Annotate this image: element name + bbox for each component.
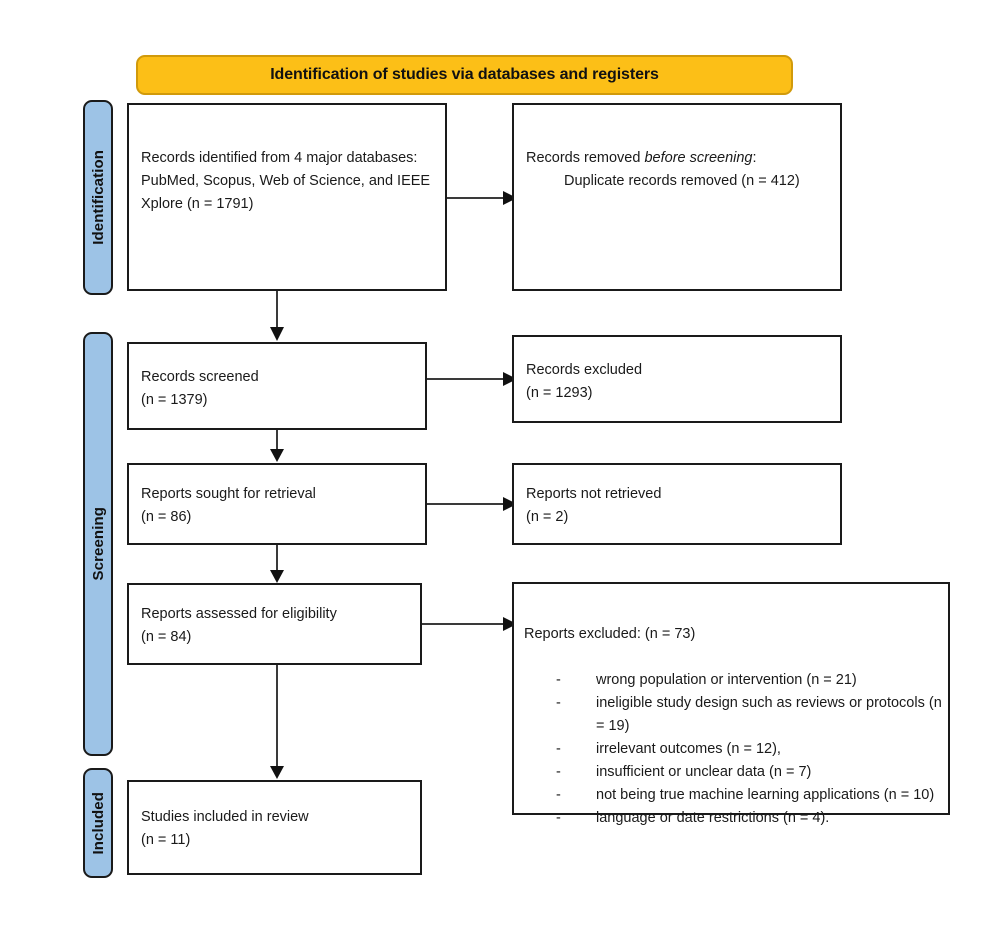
box-reports-assessed-for-eligibility: Reports assessed for eligibility (n = 84… xyxy=(127,583,422,665)
stage-screening-text: Screening xyxy=(89,507,107,581)
bullet-dash-icon: - xyxy=(556,787,561,803)
banner-title: Identification of studies via databases … xyxy=(270,66,659,83)
reports-excluded-reason-label: ineligible study design such as reviews … xyxy=(596,695,942,734)
reports-excluded-reason-label: language or date restrictions (n = 4). xyxy=(596,810,830,826)
reports-excluded-reason-item: - irrelevant outcomes (n = 12), xyxy=(524,738,942,761)
removed-line1-prefix: Records removed xyxy=(526,150,645,166)
stage-label-included: Included xyxy=(83,768,113,878)
reports-excluded-reason-list: - wrong population or intervention (n = 2… xyxy=(524,669,942,830)
reports-excluded-reason-label: wrong population or intervention (n = 21… xyxy=(596,672,857,688)
reports-excluded-reason-label: not being true machine learning applicat… xyxy=(596,787,935,803)
box-reports-not-retrieved-text: Reports not retrieved (n = 2) xyxy=(526,486,662,525)
box-records-removed-before-screening: Records removed before screening: Duplica… xyxy=(512,103,842,291)
box-reports-excluded-reasons: Reports excluded: (n = 73) - wrong popula… xyxy=(512,582,950,826)
box-records-screened: Records screened (n = 1379) xyxy=(127,342,427,430)
reports-excluded-reason-label: irrelevant outcomes (n = 12), xyxy=(596,741,781,757)
removed-line2: Duplicate records removed (n = 412) xyxy=(564,173,800,189)
box-records-excluded: Records excluded (n = 1293) xyxy=(512,335,842,423)
stage-identification-text: Identification xyxy=(89,150,107,245)
removed-line1-suffix: : xyxy=(752,150,757,166)
diagram-header-banner: Identification of studies via databases … xyxy=(136,55,793,95)
arrowhead-sought-to-assessed xyxy=(270,570,284,583)
arrowhead-screened-to-sought xyxy=(270,449,284,462)
bullet-dash-icon: - xyxy=(556,695,561,711)
reports-excluded-reason-label: insufficient or unclear data (n = 7) xyxy=(596,764,812,780)
box-records-excluded-text: Records excluded (n = 1293) xyxy=(526,362,643,401)
stage-label-identification: Identification xyxy=(83,100,113,295)
box-reports-sought-text: Reports sought for retrieval (n = 86) xyxy=(141,486,316,525)
reports-excluded-reason-item: - insufficient or unclear data (n = 7) xyxy=(524,761,942,784)
bullet-dash-icon: - xyxy=(556,672,561,688)
reports-excluded-reason-item: - not being true machine learning applica… xyxy=(524,784,942,807)
box-reports-sought-for-retrieval: Reports sought for retrieval (n = 86) xyxy=(127,463,427,545)
box-studies-included-in-review: Studies included in review (n = 11) xyxy=(127,780,422,875)
box-records-identified-text: Records identified from 4 major database… xyxy=(141,150,431,212)
reports-excluded-reason-item: - language or date restrictions (n = 4). xyxy=(524,807,942,830)
reports-excluded-reason-item: - ineligible study design such as reviews… xyxy=(524,692,942,738)
stage-label-screening: Screening xyxy=(83,332,113,756)
arrowhead-assessed-to-included xyxy=(270,766,284,779)
box-reports-assessed-text: Reports assessed for eligibility (n = 84… xyxy=(141,606,337,645)
box-records-identified: Records identified from 4 major database… xyxy=(127,103,447,291)
removed-line1-italic: before screening xyxy=(644,150,753,166)
box-reports-not-retrieved: Reports not retrieved (n = 2) xyxy=(512,463,842,545)
bullet-dash-icon: - xyxy=(556,810,561,826)
stage-included-text: Included xyxy=(89,791,107,855)
reports-excluded-reason-item: - wrong population or intervention (n = 2… xyxy=(524,669,942,692)
box-records-screened-text: Records screened (n = 1379) xyxy=(141,369,259,408)
reports-excluded-heading: Reports excluded: (n = 73) xyxy=(524,626,696,642)
box-records-removed-text: Records removed before screening: Duplica… xyxy=(526,147,832,193)
reports-excluded-content: Reports excluded: (n = 73) - wrong popula… xyxy=(524,600,942,853)
box-studies-included-text: Studies included in review (n = 11) xyxy=(141,809,309,848)
arrowhead-identified-to-screened xyxy=(270,327,284,341)
bullet-dash-icon: - xyxy=(556,741,561,757)
bullet-dash-icon: - xyxy=(556,764,561,780)
